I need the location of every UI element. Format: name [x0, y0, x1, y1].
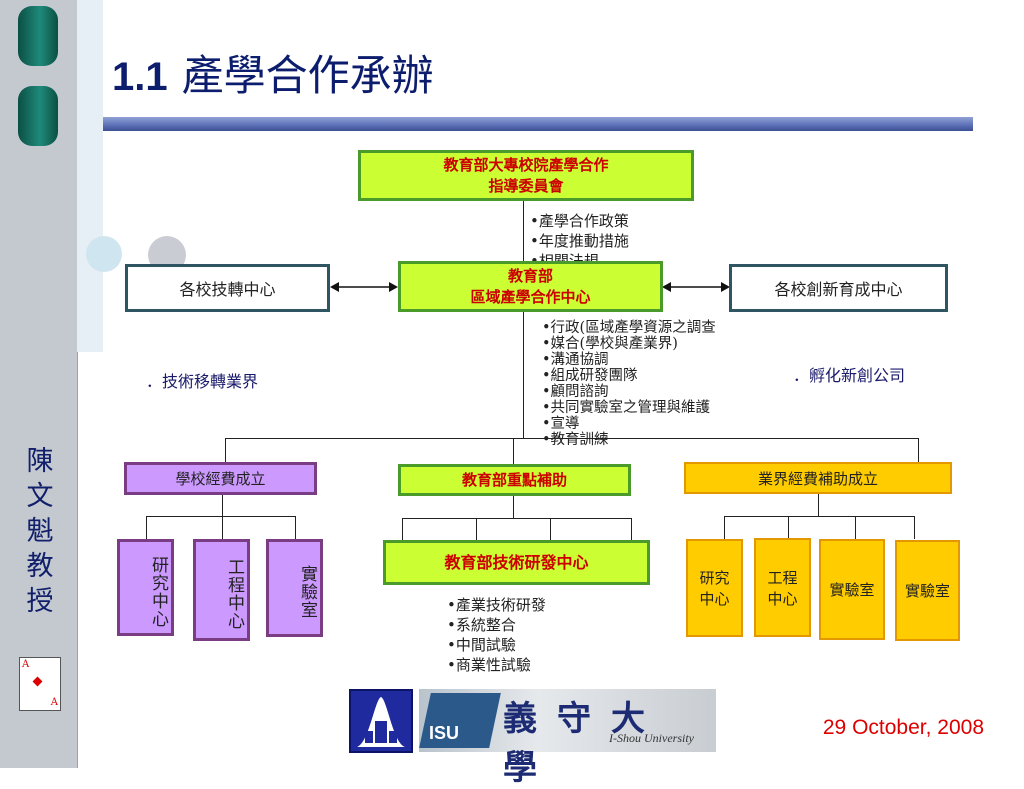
industry-funded-box: 業界經費補助成立 — [684, 462, 952, 494]
connector — [523, 200, 524, 262]
list-item: •溝通協調 — [542, 352, 609, 368]
double-arrow-left — [330, 282, 398, 292]
connector — [476, 518, 477, 540]
school-engineering-center: 工程中心 — [193, 539, 250, 641]
decor-dot-blue — [86, 236, 122, 272]
author-char: 魁 — [26, 516, 54, 547]
connector — [523, 311, 524, 439]
university-emblem-logo — [349, 689, 413, 753]
school-research-center: 研究中心 — [117, 539, 174, 636]
playing-card-icon: A A — [19, 657, 61, 711]
title-number: 1.1 — [112, 55, 168, 99]
connector — [724, 516, 915, 517]
tech-transfer-note: ．技術移轉業界 — [146, 372, 259, 391]
industry-research-center: 研究 中心 — [686, 539, 743, 637]
list-item: •產業技術研發 — [447, 596, 546, 614]
connector — [146, 516, 147, 539]
connector — [295, 516, 296, 539]
center-line: 教育部 — [507, 266, 553, 285]
list-item: •共同實驗室之管理與維護 — [542, 400, 711, 416]
connector — [225, 438, 226, 462]
list-item: •產學合作政策 — [530, 212, 629, 230]
connector — [724, 516, 725, 539]
connector — [918, 438, 919, 462]
box-label: 教育部技術研發中心 — [444, 553, 589, 572]
connector — [550, 518, 551, 540]
list-item: •教育訓練 — [542, 432, 609, 448]
connector — [402, 518, 403, 540]
committee-box: 教育部大專校院產學合作 指導委員會 — [358, 150, 694, 201]
connector — [788, 516, 789, 539]
connector — [402, 518, 632, 519]
incubation-box: 各校創新育成中心 — [729, 264, 948, 312]
unit-label: 實驗室 — [904, 582, 950, 600]
school-funded-box: 學校經費成立 — [124, 462, 317, 495]
author-name: 陳 文 魁 教 授 — [22, 444, 58, 619]
double-arrow-right — [662, 282, 730, 292]
list-item: •系統整合 — [447, 616, 516, 634]
connector — [855, 516, 856, 539]
box-label: 學校經費成立 — [175, 470, 266, 488]
list-item: •宣導 — [542, 416, 580, 432]
center-duties-list: •行政(區域產學資源之調查 •媒合(學校與產業界) •溝通協調 •組成研發團隊 … — [542, 320, 716, 448]
connector — [146, 516, 296, 517]
tech-transfer-box: 各校技轉中心 — [125, 264, 330, 312]
moe-subsidy-box: 教育部重點補助 — [398, 464, 631, 496]
connector — [225, 438, 919, 439]
list-item: •年度推動措施 — [530, 232, 629, 250]
incubation-note: ．孵化新創公司 — [793, 366, 906, 385]
unit-label: 研究中心 — [148, 555, 168, 628]
school-laboratory: 實驗室 — [266, 539, 323, 637]
teal-pill-top — [18, 6, 58, 66]
author-char: 授 — [26, 586, 54, 617]
author-char: 教 — [26, 551, 54, 582]
connector — [818, 494, 819, 516]
unit-label: 研究 中心 — [699, 569, 730, 608]
tech-center-list: •產業技術研發 •系統整合 •中間試驗 •商業性試驗 — [447, 595, 546, 675]
emblem-icon — [357, 697, 405, 747]
slide-date: 29 October, 2008 — [822, 716, 984, 739]
connector — [914, 516, 915, 539]
isu-banner-logo: ISU 義守大學 I-Shou University — [419, 689, 716, 788]
list-item: •媒合(學校與產業界) — [542, 336, 678, 352]
author-char: 文 — [26, 481, 54, 512]
box-label: 業界經費補助成立 — [757, 469, 878, 488]
moe-tech-center-box: 教育部技術研發中心 — [383, 540, 650, 585]
regional-center-box: 教育部 區域產學合作中心 — [398, 261, 663, 312]
box-label: 各校創新育成中心 — [774, 280, 903, 299]
author-char: 陳 — [26, 446, 54, 477]
unit-label: 實驗室 — [297, 565, 317, 619]
list-item: •行政(區域產學資源之調查 — [542, 320, 716, 336]
unit-label: 實驗室 — [829, 581, 875, 599]
industry-laboratory-1: 實驗室 — [819, 539, 885, 640]
list-item: •商業性試驗 — [447, 656, 531, 674]
connector — [631, 518, 632, 540]
teal-pill-bottom — [18, 86, 58, 146]
industry-laboratory-2: 實驗室 — [895, 540, 960, 641]
box-label: 各校技轉中心 — [179, 280, 276, 299]
connector — [222, 516, 223, 539]
connector — [513, 438, 514, 464]
committee-line: 教育部大專校院產學合作 — [443, 155, 609, 174]
title-text: 產學合作承辦 — [181, 51, 434, 100]
connector — [222, 494, 223, 516]
slide-title: 1.1 產學合作承辦 — [112, 42, 434, 103]
committee-line: 指導委員會 — [488, 176, 564, 195]
list-item: •顧問諮詢 — [542, 384, 609, 400]
side-strip-shadow — [77, 0, 103, 352]
box-label: 教育部重點補助 — [461, 470, 567, 489]
university-name-en: I-Shou University — [609, 731, 694, 745]
connector — [513, 496, 514, 518]
unit-label: 工程中心 — [224, 558, 244, 630]
list-item: •中間試驗 — [447, 636, 516, 654]
list-item: •組成研發團隊 — [542, 368, 638, 384]
isu-mark-text: ISU — [429, 723, 460, 743]
unit-label: 工程 中心 — [767, 568, 798, 608]
title-underline-bar — [103, 117, 973, 131]
industry-engineering-center: 工程 中心 — [754, 538, 811, 637]
center-line: 區域產學合作中心 — [470, 287, 591, 306]
